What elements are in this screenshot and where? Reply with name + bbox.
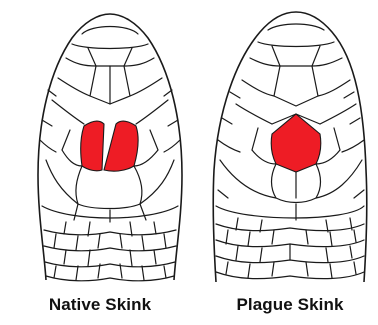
- caption-plague-skink: Plague Skink: [200, 295, 378, 315]
- caption-native-skink: Native Skink: [10, 295, 190, 315]
- plague-rostral: [268, 24, 324, 30]
- native-rostral: [82, 27, 138, 35]
- native-prefrontal-right: [104, 121, 138, 171]
- native-prefrontal-left: [81, 121, 104, 171]
- plague-frontonasal: [271, 114, 321, 172]
- plague-skink-head: [213, 12, 367, 282]
- native-skink-head: [38, 14, 182, 281]
